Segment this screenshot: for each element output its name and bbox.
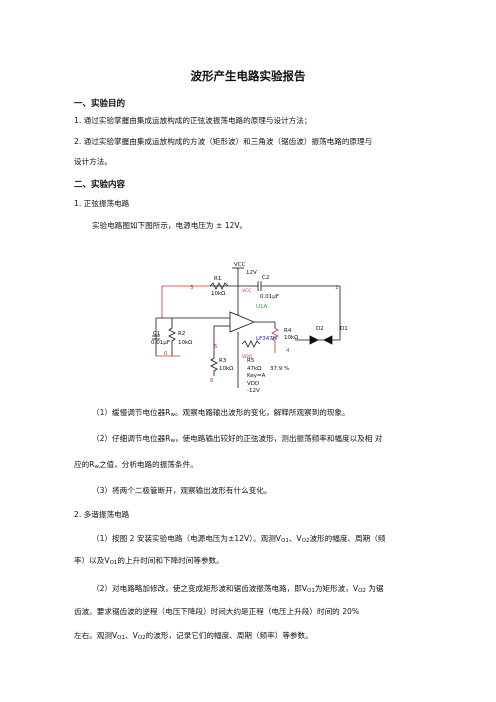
label-vdd-small: VDD: [242, 354, 253, 360]
label-neg12v: -12V: [247, 388, 260, 394]
label-c1: C1: [153, 331, 160, 337]
label-vcc-small: VCC: [242, 288, 251, 294]
label-d1: D1: [340, 326, 348, 332]
node-6: 6: [210, 378, 214, 384]
label-c1-value: 0.01μF: [151, 340, 170, 346]
label-vdd: VDD: [247, 381, 259, 387]
purpose-item-2: 2. 通过实验掌握由集成运放构成的方波（矩形波）和三角波（锯齿波）振荡电路的原理…: [74, 137, 373, 146]
label-r2: R2: [178, 331, 185, 337]
step-1: （1）缓慢调节电位器Rw。观察电路输出波形的变化，解释所观察到的现象。: [92, 408, 350, 418]
section-heading-purpose: 一、实验目的: [74, 99, 126, 109]
purpose-item-1: 1. 通过实验掌握由集成运放构成的正弦波振荡电路的原理与设计方法；: [74, 116, 312, 125]
label-r3-value: 10kΩ: [219, 366, 233, 372]
subsection-sine: 1. 正弦振荡电路: [74, 199, 130, 208]
label-c2: C2: [262, 275, 269, 281]
label-percent: 37.9 %: [270, 366, 289, 372]
node-4: 4: [286, 348, 290, 354]
label-u1a: U1A: [256, 304, 268, 310]
multi-step-2: （2）对电路略加修改，使之变成矩形波和锯齿波振荡电路，即VO1为矩形波，VO2 …: [92, 584, 384, 594]
label-r5-value: 47kΩ: [247, 366, 261, 372]
label-r1-value: 10kΩ: [211, 291, 225, 297]
label-r3: R3: [219, 358, 227, 364]
multi-step-1: （1）按图 2 安装实验电路（电源电压为±12V）。观测VO1、VO2波形的幅度…: [92, 534, 386, 544]
purpose-item-2-cont: 设计方法。: [74, 157, 112, 166]
node-0: 0: [164, 351, 168, 357]
multi-step-1-cont: 率）以及VO1的上升时间和下降时间等参数。: [74, 556, 224, 566]
label-r1: R1: [214, 276, 221, 282]
label-c2-value: 0.01μF: [260, 294, 279, 300]
circuit-diagram: VCC 12V R1 10kΩ C2 0.01μF U1A LF347N R4 …: [151, 262, 348, 394]
circuit-intro: 实验电路图如下图所示，电源电压为 ± 12V。: [92, 221, 248, 230]
label-key: Key=A: [247, 373, 266, 379]
label-r5: R5: [247, 358, 255, 364]
label-vcc: VCC: [234, 262, 246, 268]
label-opamp-part: LF347N: [256, 336, 277, 342]
label-12v: 12V: [246, 270, 257, 276]
node-3: 3: [190, 285, 194, 291]
step-2: （2）仔细调节电位器Rw，使电路输出较好的正弦波形，测出振荡频率和幅度以及相 对: [92, 434, 383, 444]
label-d2: D2: [316, 326, 324, 332]
multi-step-2-cont2: 左右。观测VO1、VO2的波形，记录它们的幅度、周期（频率）等参数。: [74, 631, 313, 641]
step-3: （3）将两个二极管断开，观察输出波形有什么变化。: [92, 486, 272, 495]
document-title: 波形产生电路实验报告: [190, 69, 306, 83]
node-1: 1: [335, 285, 339, 291]
step-2-cont: 应的Rw之值，分析电路的振荡条件。: [74, 460, 198, 470]
label-r4-value: 10kΩ: [284, 335, 298, 341]
multi-step-2-cont: 齿波。要求锯齿波的逆程（电压下降段）时间大约是正程（电压上升段）时间的 20%: [74, 607, 360, 616]
label-r4: R4: [284, 328, 292, 334]
node-5: 5: [214, 344, 218, 350]
label-r2-value: 10kΩ: [178, 340, 192, 346]
section-heading-content: 二、实验内容: [74, 180, 126, 190]
subsection-multivibrator: 2. 多谐振荡电路: [74, 510, 130, 519]
